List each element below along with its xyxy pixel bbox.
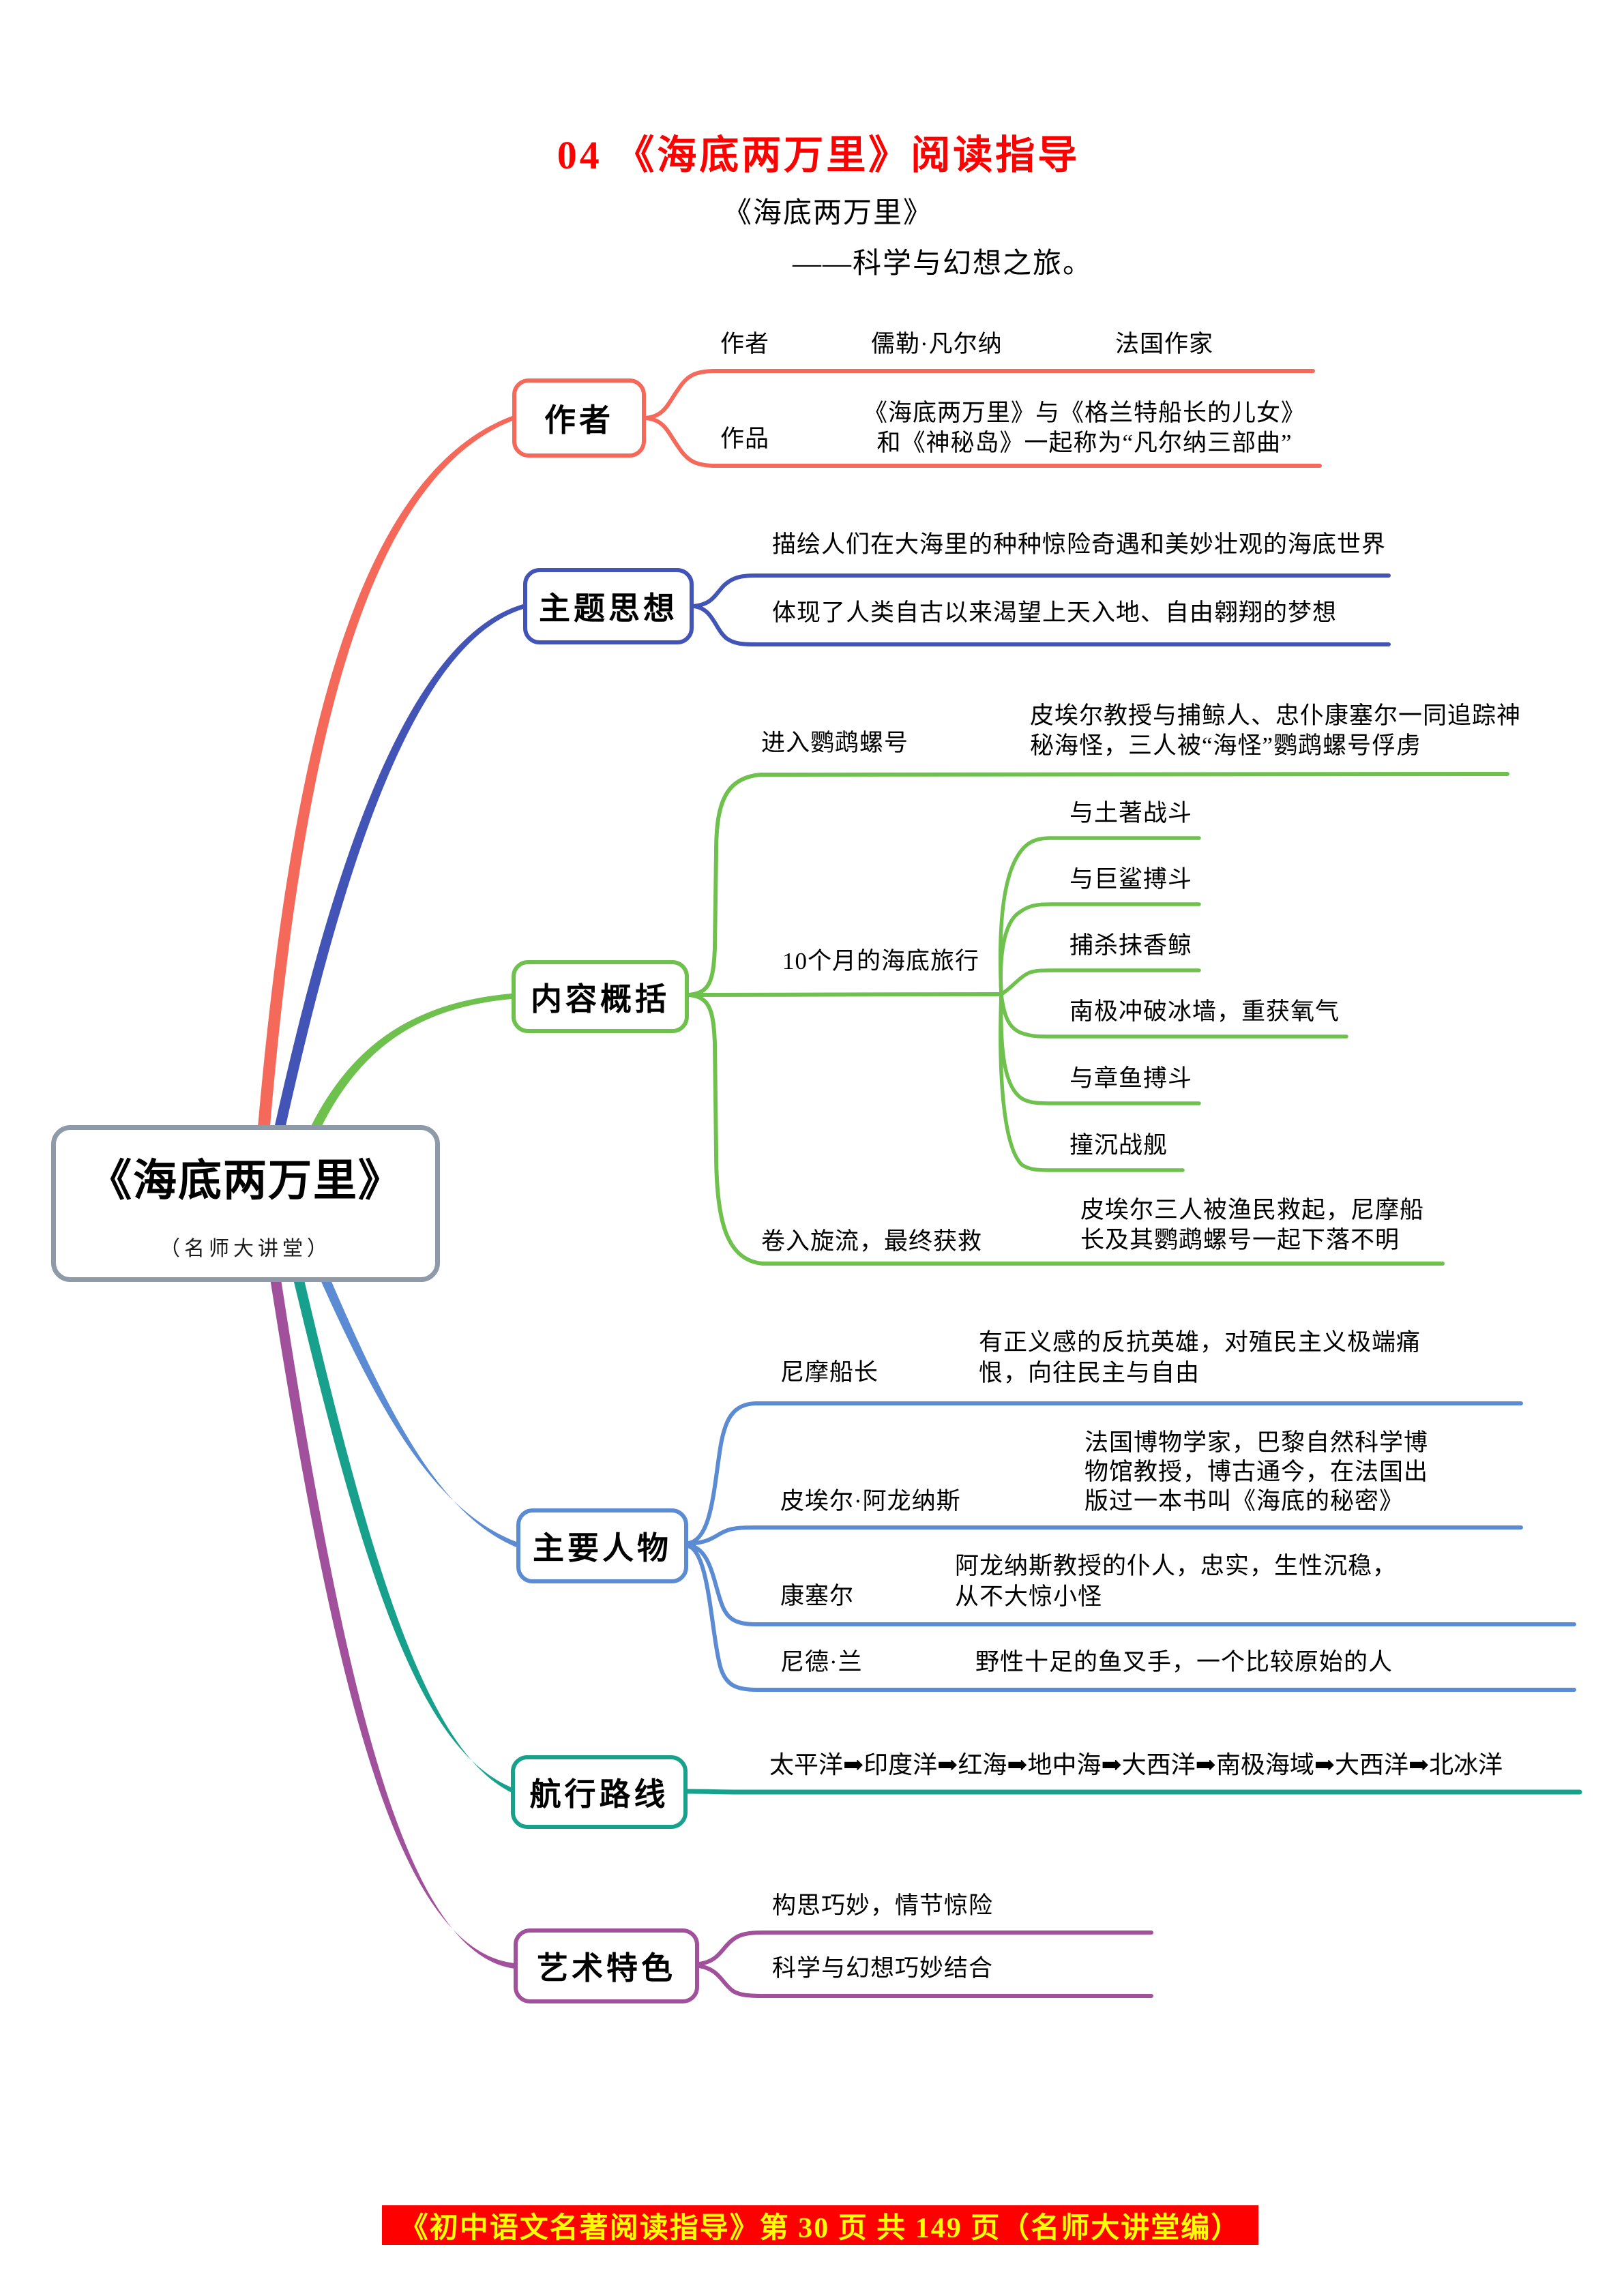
character-aronnax-line1: 法国博物学家，巴黎自然科学博 (1084, 1429, 1429, 1456)
journey-event-5: 与章鱼搏斗 (1069, 1065, 1193, 1092)
character-name-ned: 尼德·兰 (780, 1649, 863, 1675)
character-nemo-line1: 有正义感的反抗英雄，对殖民主义极端痛 (979, 1329, 1421, 1356)
journey-event-6: 撞沉战舰 (1069, 1132, 1168, 1159)
branch-node-route[interactable]: 航行路线 (511, 1755, 688, 1829)
route-path: 太平洋➡印度洋➡红海➡地中海➡大西洋➡南极海域➡大西洋➡北冰洋 (769, 1751, 1503, 1778)
branch-curve-content (296, 994, 512, 1159)
theme-point-2: 体现了人类自古以来渴望上天入地、自由翱翔的梦想 (772, 599, 1338, 626)
character-line-conseil (686, 1543, 1576, 1626)
page-subtitle-book: 《海底两万里》 (723, 198, 934, 229)
art-line-1 (697, 1930, 1153, 1966)
author-who-tag: 法国作家 (1115, 331, 1214, 357)
author-works-line2: 和《神秘岛》一起称为“凡尔纳三部曲” (876, 430, 1293, 456)
content-rescue-label: 卷入旋流，最终获救 (761, 1228, 983, 1255)
character-conseil-line1: 阿龙纳斯教授的仆人，忠实，生性沉稳， (955, 1553, 1398, 1579)
branch-node-author-label: 作者 (544, 403, 614, 438)
art-line-2 (697, 1964, 1153, 1998)
journey-event-1: 与土著战斗 (1069, 800, 1193, 826)
branch-curve-characters (306, 1248, 516, 1547)
central-topic-node[interactable]: 《海底两万里》 （名师大讲堂） (51, 1125, 440, 1282)
branch-node-content[interactable]: 内容概括 (512, 960, 689, 1033)
character-line-nemo (686, 1401, 1523, 1545)
author-line-works (643, 416, 1322, 468)
character-line-ned (686, 1544, 1576, 1692)
character-aronnax-line2: 物馆教授，博古通今，在法国出 (1084, 1459, 1429, 1485)
route-line (685, 1789, 1582, 1795)
branch-curve-theme (267, 604, 523, 1159)
branch-node-author[interactable]: 作者 (512, 378, 646, 458)
character-aronnax-line3: 版过一本书叫《海底的秘密》 (1084, 1488, 1404, 1515)
character-line-aronnax (686, 1525, 1523, 1546)
branch-curve-author (255, 416, 512, 1159)
content-enter-line1: 皮埃尔教授与捕鲸人、忠仆康塞尔一同追踪神 (1030, 702, 1522, 729)
branch-node-art-label: 艺术特色 (537, 1951, 676, 1986)
central-topic-subtitle: （名师大讲堂） (160, 1238, 331, 1260)
central-topic-title: 《海底两万里》 (88, 1157, 403, 1205)
author-works-label: 作品 (720, 426, 770, 452)
footer-banner: 《初中语文名著阅读指导》第 30 页 共 149 页（名师大讲堂编） (382, 2205, 1258, 2245)
branch-node-theme[interactable]: 主题思想 (523, 568, 694, 644)
content-enter-line2: 秘海怪，三人被“海怪”鹦鹉螺号俘虏 (1030, 732, 1421, 759)
author-who-label: 作者 (720, 331, 770, 357)
author-who-name: 儒勒·凡尔纳 (871, 331, 1003, 357)
theme-line-2 (692, 604, 1391, 646)
branch-node-characters[interactable]: 主要人物 (516, 1508, 688, 1583)
journey-event-3: 捕杀抹香鲸 (1069, 932, 1193, 959)
event-line-3 (999, 968, 1201, 996)
character-name-aronnax: 皮埃尔·阿龙纳斯 (780, 1488, 961, 1515)
character-nemo-line2: 恨，向往民主与自由 (979, 1360, 1200, 1386)
content-line-enter (687, 772, 1509, 997)
branch-node-route-label: 航行路线 (529, 1777, 669, 1812)
branch-node-art[interactable]: 艺术特色 (514, 1928, 699, 2003)
footer-text: 《初中语文名著阅读指导》第 30 页 共 149 页（名师大讲堂编） (399, 2212, 1241, 2244)
branch-node-theme-label: 主题思想 (539, 591, 678, 626)
event-line-4 (999, 992, 1348, 1039)
event-line-2 (999, 902, 1201, 996)
theme-line-1 (692, 573, 1391, 608)
content-enter-label: 进入鹦鹉螺号 (761, 730, 909, 756)
branch-node-characters-label: 主要人物 (533, 1531, 672, 1566)
page-title: 04 《海底两万里》阅读指导 (557, 133, 1080, 177)
character-name-nemo: 尼摩船长 (780, 1359, 879, 1386)
content-rescue-line2: 长及其鹦鹉螺号一起下落不明 (1080, 1227, 1400, 1253)
character-name-conseil: 康塞尔 (780, 1583, 855, 1609)
theme-point-1: 描绘人们在大海里的种种惊险奇遇和美妙壮观的海底世界 (772, 531, 1387, 558)
content-line-rescue (687, 993, 1445, 1266)
branch-curve-route (286, 1248, 516, 1795)
character-ned-line1: 野性十足的鱼叉手，一个比较原始的人 (975, 1649, 1393, 1675)
journey-event-2: 与巨鲨搏斗 (1069, 866, 1193, 893)
journey-event-4: 南极冲破冰墙，重获氧气 (1069, 998, 1340, 1025)
content-journey-label: 10个月的海底旅行 (782, 948, 980, 974)
author-works-line1: 《海底两万里》与《格兰特船长的儿女》 (863, 400, 1305, 426)
author-line-who (643, 369, 1315, 420)
art-point-1: 构思巧妙，情节惊险 (772, 1892, 994, 1919)
character-conseil-line2: 从不大惊小怪 (955, 1583, 1103, 1610)
page-subtitle-tagline: ——科学与幻想之旅。 (793, 248, 1093, 280)
content-rescue-line1: 皮埃尔三人被渔民救起，尼摩船 (1080, 1197, 1425, 1223)
content-line-journey (687, 992, 1003, 997)
art-point-2: 科学与幻想巧妙结合 (772, 1955, 994, 1982)
event-line-6 (999, 992, 1185, 1172)
branch-node-content-label: 内容概括 (531, 981, 670, 1017)
